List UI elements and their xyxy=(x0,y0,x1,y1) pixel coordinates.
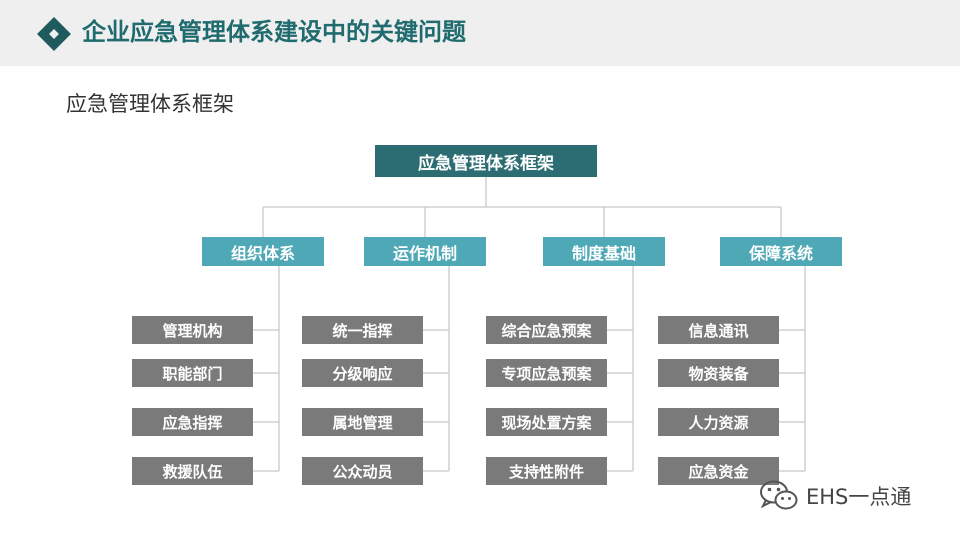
item-node: 公众动员 xyxy=(302,457,423,485)
watermark: EHS一点通 xyxy=(758,478,911,514)
category-label: 保障系统 xyxy=(748,243,813,263)
root-node: 应急管理体系框架 xyxy=(375,145,597,177)
item-node: 管理机构 xyxy=(132,316,253,344)
item-label: 人力资源 xyxy=(688,413,749,432)
item-node: 统一指挥 xyxy=(302,316,423,344)
root-node-label: 应急管理体系框架 xyxy=(418,153,554,174)
item-node: 人力资源 xyxy=(658,408,779,436)
item-node: 专项应急预案 xyxy=(486,359,607,387)
category-label: 组织体系 xyxy=(230,243,295,263)
item-node: 支持性附件 xyxy=(486,457,607,485)
item-label: 统一指挥 xyxy=(332,321,393,340)
header-bar: 企业应急管理体系建设中的关键问题 xyxy=(0,0,960,66)
item-label: 信息通讯 xyxy=(688,321,749,340)
item-node: 分级响应 xyxy=(302,359,423,387)
item-label: 综合应急预案 xyxy=(501,321,592,340)
diamond-logo-icon xyxy=(37,17,71,51)
category-label: 制度基础 xyxy=(571,243,636,263)
page-title: 企业应急管理体系建设中的关键问题 xyxy=(82,18,466,46)
item-label: 公众动员 xyxy=(332,462,393,481)
item-label: 应急资金 xyxy=(688,462,749,481)
item-node: 救援队伍 xyxy=(132,457,253,485)
item-node: 现场处置方案 xyxy=(486,408,607,436)
item-label: 现场处置方案 xyxy=(501,413,592,432)
item-label: 支持性附件 xyxy=(508,462,584,481)
item-label: 分级响应 xyxy=(332,364,393,383)
category-node: 制度基础 xyxy=(543,237,665,266)
item-node: 应急指挥 xyxy=(132,408,253,436)
item-label: 物资装备 xyxy=(688,364,749,383)
item-node: 属地管理 xyxy=(302,408,423,436)
category-label: 运作机制 xyxy=(392,243,457,263)
category-node: 保障系统 xyxy=(720,237,842,266)
category-node: 运作机制 xyxy=(364,237,486,266)
category-node: 组织体系 xyxy=(202,237,324,266)
item-node: 综合应急预案 xyxy=(486,316,607,344)
item-label: 救援队伍 xyxy=(162,462,223,481)
item-node: 职能部门 xyxy=(132,359,253,387)
item-label: 职能部门 xyxy=(162,364,223,383)
item-label: 管理机构 xyxy=(162,321,223,340)
item-label: 应急指挥 xyxy=(162,413,223,432)
item-node: 信息通讯 xyxy=(658,316,779,344)
item-node: 物资装备 xyxy=(658,359,779,387)
item-label: 属地管理 xyxy=(332,413,393,432)
section-subtitle: 应急管理体系框架 xyxy=(66,92,234,116)
item-node: 应急资金 xyxy=(658,457,779,485)
watermark-text: EHS一点通 xyxy=(806,485,912,509)
wechat-icon xyxy=(760,480,798,510)
item-label: 专项应急预案 xyxy=(501,364,592,383)
